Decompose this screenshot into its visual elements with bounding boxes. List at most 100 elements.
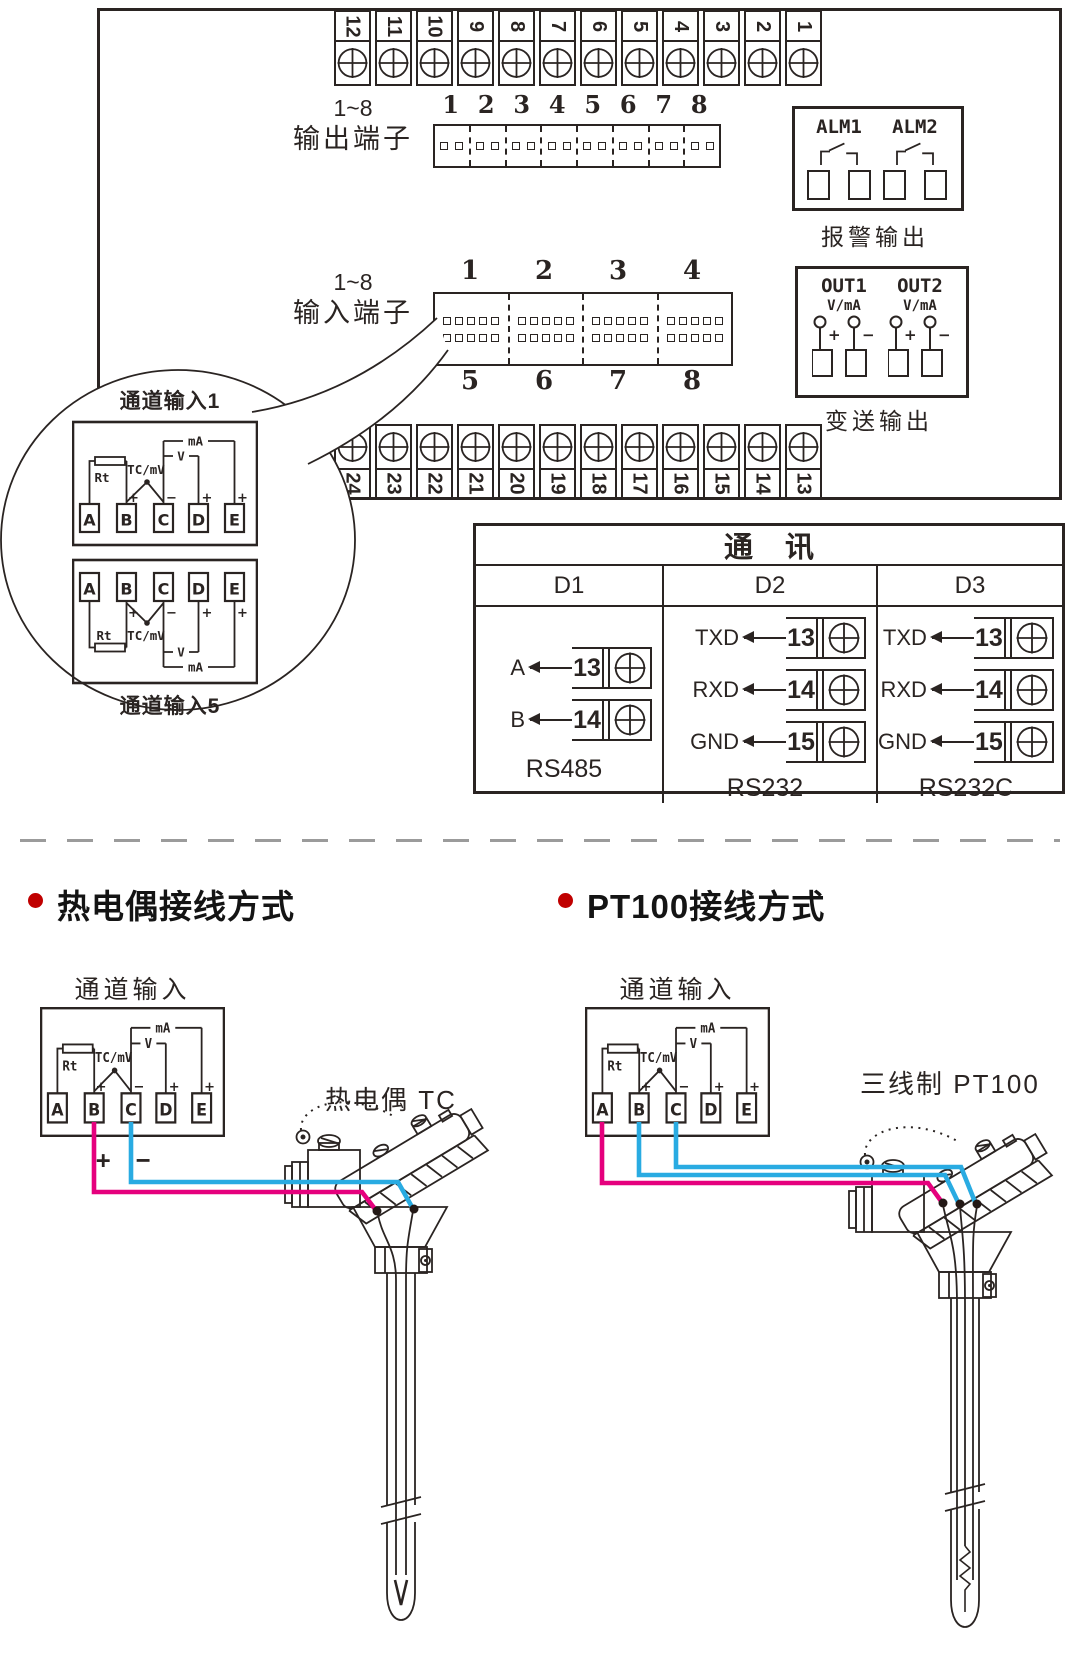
connector-number: 6 [534, 366, 554, 396]
terminal-block: 3 [703, 10, 740, 86]
connector-number: 2 [477, 90, 495, 119]
screw-terminal [457, 39, 494, 86]
channel-input-1-label: 通道输入1 [119, 390, 221, 413]
screw-terminal [580, 424, 617, 470]
comm-rows-d1: A 13 B [476, 647, 652, 741]
terminal-divider [1003, 671, 1012, 709]
terminal-block: 20 [498, 424, 535, 500]
screw-icon [746, 431, 779, 463]
signal-label: GND [690, 729, 739, 754]
tc-section-heading: 热电偶接线方式 [57, 888, 295, 925]
signal-label: GND [878, 729, 927, 754]
terminal-number: 13 [974, 623, 1003, 652]
comm-row: TXD 13 [664, 617, 866, 659]
screw-terminal [824, 723, 866, 761]
svg-text:+: + [96, 1146, 110, 1174]
terminal-number: 1 [785, 10, 822, 42]
arrow-left-icon [929, 630, 974, 645]
output-label-text: 输出端子 [293, 123, 413, 154]
comm-row: TXD 13 [878, 617, 1054, 659]
channel-input-5-label: 通道输入5 [119, 695, 221, 718]
out1-label: OUT1 [821, 275, 867, 297]
comm-row: GND 15 [878, 721, 1054, 763]
screw-icon [623, 431, 656, 463]
terminal-number: 14 [974, 675, 1003, 704]
connector-number: 6 [619, 90, 637, 119]
arrow-left-icon [742, 682, 786, 697]
terminal-number: 3 [703, 10, 740, 42]
bullet-icon [28, 893, 43, 908]
out2-unit: V/mA [903, 298, 937, 314]
terminal-number: 6 [580, 10, 617, 42]
input-connector-cell [656, 294, 732, 364]
screw-icon [1015, 673, 1049, 707]
terminal-cell: 15 [973, 721, 1054, 763]
transmit-caption: 变送输出 [825, 408, 933, 434]
arrow-left-icon [528, 712, 572, 727]
terminal-number: 15 [703, 467, 740, 500]
comm-title: 通 讯 [476, 526, 1062, 566]
arrow-left-icon [528, 660, 572, 675]
out1-group: OUT1 V/mA + − [811, 275, 876, 383]
relay-terminal [848, 170, 871, 200]
comm-d1-caption: RS485 [525, 755, 603, 783]
screw-terminal [824, 619, 866, 657]
terminal-block: 19 [539, 424, 576, 500]
arrow-left-icon [929, 734, 974, 749]
screw-terminal [703, 424, 740, 470]
screw-icon [500, 46, 533, 79]
screw-icon [623, 46, 656, 79]
pt100-sensor-label: 三线制 PT100 [860, 1069, 1040, 1099]
connector-number: 1 [442, 90, 460, 119]
terminal-block: 17 [621, 424, 658, 500]
comm-row: B 14 [476, 699, 652, 741]
alarm-output-box: ALM1 ALM2 [792, 106, 964, 211]
connector-number: 8 [690, 90, 708, 119]
out2-terminals: + − [887, 315, 951, 377]
output-connector-cell [683, 126, 719, 166]
screw-icon [418, 46, 451, 79]
screw-icon [1015, 621, 1049, 655]
screw-icon [336, 46, 369, 79]
svg-text:−: − [938, 326, 951, 344]
screw-icon [664, 431, 697, 463]
screw-icon [1015, 725, 1049, 759]
arrow-left-icon [742, 630, 786, 645]
comm-row: A 13 [476, 647, 652, 689]
comm-row: RXD 14 [878, 669, 1054, 711]
screw-terminal [785, 39, 822, 86]
screw-icon [582, 46, 615, 79]
out2-group: OUT2 V/mA + − [887, 275, 952, 383]
screw-icon [827, 725, 861, 759]
tc-channel-input-label: 通道输入 [74, 976, 191, 1004]
terminal-divider [816, 723, 824, 761]
screw-icon [459, 46, 492, 79]
input-label-text: 输入端子 [293, 297, 413, 328]
terminal-cell: 15 [786, 721, 866, 763]
signal-label: A [510, 655, 525, 680]
terminal-block: 8 [498, 10, 535, 86]
terminal-divider [602, 649, 610, 687]
terminal-block: 21 [457, 424, 494, 500]
terminal-number: 7 [539, 10, 576, 42]
signal-label: TXD [695, 625, 739, 650]
terminal-number: 15 [974, 727, 1003, 756]
screw-icon [787, 431, 820, 463]
comm-body: A 13 B [476, 607, 1062, 803]
alm2-label: ALM2 [892, 116, 938, 138]
alarm-relay-2: ALM2 [883, 116, 947, 200]
screw-icon [613, 651, 647, 685]
terminal-number: 4 [662, 10, 699, 42]
input-range: 1~8 [333, 269, 373, 295]
signal-label: RXD [880, 677, 927, 702]
comm-d2-caption: RS232 [726, 774, 804, 802]
svg-text:+: + [904, 326, 917, 344]
terminal-number: 14 [787, 675, 815, 704]
signal-label: RXD [692, 677, 739, 702]
terminal-divider [1003, 723, 1012, 761]
output-connector-cell [540, 126, 576, 166]
screw-icon [787, 46, 820, 79]
terminal-number: 10 [416, 10, 453, 42]
